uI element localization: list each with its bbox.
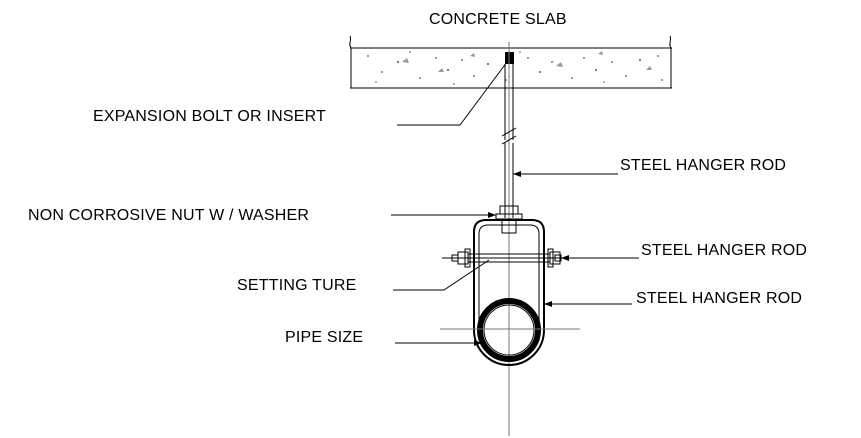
pipe bbox=[440, 298, 580, 362]
label-steel-hanger-rod-bolt: STEEL HANGER ROD bbox=[641, 242, 807, 259]
label-setting-ture: SETTING TURE bbox=[237, 277, 356, 294]
concrete-slab bbox=[349, 35, 672, 89]
callout-steel-hanger-rod-bolt: STEEL HANGER ROD bbox=[561, 242, 807, 261]
callout-expansion-bolt: EXPANSION BOLT OR INSERT bbox=[93, 61, 508, 126]
callout-concrete-slab: CONCRETE SLAB bbox=[429, 11, 567, 28]
label-steel-hanger-rod-strap: STEEL HANGER ROD bbox=[636, 290, 802, 307]
callout-nut-washer: NON CORROSIVE NUT W / WASHER bbox=[28, 207, 496, 224]
label-steel-hanger-rod-upper: STEEL HANGER ROD bbox=[620, 157, 786, 174]
label-concrete-slab: CONCRETE SLAB bbox=[429, 11, 567, 28]
callout-pipe-size: PIPE SIZE bbox=[285, 329, 482, 346]
concrete-aggregate-pattern bbox=[367, 51, 663, 85]
label-expansion-bolt: EXPANSION BOLT OR INSERT bbox=[93, 108, 326, 125]
label-nut-washer: NON CORROSIVE NUT W / WASHER bbox=[28, 207, 309, 224]
callout-setting-ture: SETTING TURE bbox=[237, 259, 490, 294]
callout-steel-hanger-rod-upper: STEEL HANGER ROD bbox=[513, 157, 786, 177]
callout-steel-hanger-rod-strap: STEEL HANGER ROD bbox=[544, 290, 802, 307]
label-pipe-size: PIPE SIZE bbox=[285, 329, 363, 346]
